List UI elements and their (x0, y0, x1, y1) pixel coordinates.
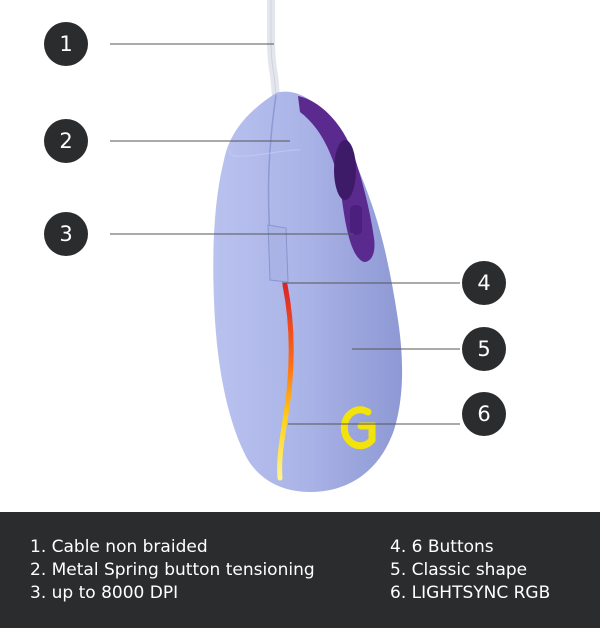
lightsync-rgb-strip (277, 282, 294, 481)
feature-item-1: 1. Cable non braided (30, 537, 208, 557)
feature-item-2: 2. Metal Spring button tensioning (30, 560, 315, 580)
callout-badge-6: 6 (462, 392, 506, 436)
callout-badge-5: 5 (462, 327, 506, 371)
feature-item-3: 3. up to 8000 DPI (30, 583, 179, 603)
callout-badge-2: 2 (44, 119, 88, 163)
callout-badge-3: 3 (44, 212, 88, 256)
feature-item-4: 4. 6 Buttons (390, 537, 494, 557)
callout-badge-1: 1 (44, 22, 88, 66)
logitech-g-logo (340, 406, 376, 450)
mouse-illustration (110, 0, 460, 493)
cable (267, 0, 280, 100)
side-buttons (267, 224, 289, 283)
product-diagram: 1 2 3 4 5 6 (44, 0, 506, 493)
dpi-button (350, 205, 362, 235)
callout-badge-4: 4 (462, 261, 506, 305)
feature-item-6: 6. LIGHTSYNC RGB (390, 583, 551, 603)
feature-legend: 1. Cable non braided 2. Metal Spring but… (0, 512, 600, 628)
scroll-wheel (334, 140, 356, 200)
feature-item-5: 5. Classic shape (390, 560, 528, 580)
